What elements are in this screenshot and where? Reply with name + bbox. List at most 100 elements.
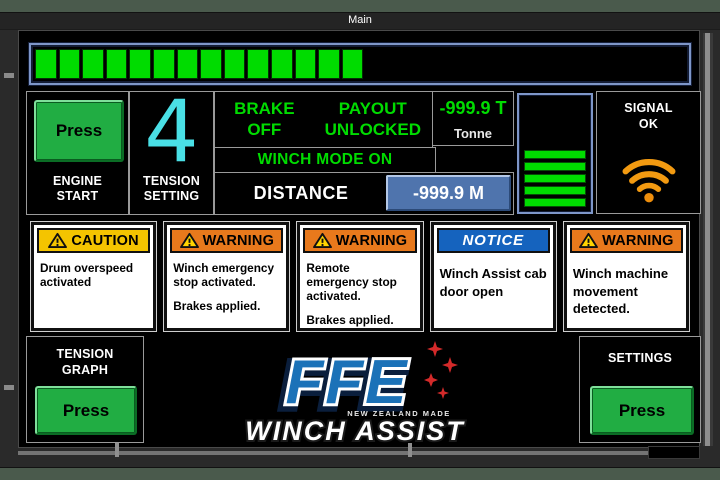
alert-text: Brakes applied.: [306, 313, 394, 328]
gauge-seg: [58, 49, 81, 79]
warning-header: WARNING: [303, 228, 417, 253]
horizontal-scrollbar-tick: [115, 443, 119, 457]
warning-header-text: WARNING: [602, 232, 674, 249]
alert-body: Remote emergency stop activated. Brakes …: [303, 253, 416, 328]
logo-product-outline: WINCH ASSIST: [245, 416, 465, 446]
distance-label: DISTANCE: [253, 183, 349, 203]
tension-setting-label: TENSION SETTING: [130, 174, 213, 205]
meter-seg: [524, 174, 586, 183]
warning-triangle-icon: [179, 232, 199, 249]
signal-label: SIGNAL OK: [597, 101, 700, 132]
tension-setting-label-line1: TENSION: [143, 173, 200, 188]
alert-card-drum-overspeed: CAUTION Drum overspeed activated: [29, 221, 158, 332]
warning-header: WARNING: [569, 228, 684, 253]
left-ruler-tick: [4, 385, 14, 390]
gauge-seg: [129, 49, 151, 79]
logo-product-text: WINCH ASSIST: [245, 416, 465, 446]
ffe-brand-shadow: FFE: [282, 351, 405, 420]
gauge-seg: [105, 49, 128, 79]
distance-value-button[interactable]: -999.9 M: [386, 175, 511, 211]
gauge-seg: [82, 49, 104, 79]
notice-header-text: NOTICE: [462, 232, 524, 249]
payout-status-line1: PAYOUT: [338, 99, 407, 119]
warning-triangle-icon: [579, 232, 599, 249]
alert-card-machine-movement: WARNING Winch machine movement detected.: [562, 221, 691, 332]
alert-card-winch-estop: WARNING Winch emergency stop activated. …: [163, 221, 291, 332]
alert-card-row: CAUTION Drum overspeed activated WARNING: [29, 221, 691, 332]
status-cluster: BRAKE OFF PAYOUT UNLOCKED -999.9 T Tonne…: [214, 91, 514, 215]
distance-box: DISTANCE -999.9 M: [214, 172, 514, 215]
load-value: -999.9 T: [439, 98, 507, 118]
left-ruler-tick: [4, 73, 14, 78]
hmi-window-frame: Main Press ENGINE START 4 TENSION SETTIN…: [0, 12, 720, 468]
signal-label-line2: OK: [638, 116, 659, 131]
gauge-seg: [247, 49, 269, 79]
alert-text: Winch machine movement detected.: [572, 266, 669, 317]
alert-text: Winch emergency stop activated.: [173, 261, 275, 290]
vertical-scrollbar-thumb[interactable]: [705, 33, 710, 446]
warning-header-text: WARNING: [335, 232, 408, 249]
warning-header: WARNING: [170, 228, 284, 253]
alert-body: Winch Assist cab door open: [437, 253, 550, 300]
gauge-seg: [294, 49, 317, 79]
gauge-seg: [200, 49, 222, 79]
horizontal-scrollbar[interactable]: [18, 451, 700, 455]
engine-start-label-line2: START: [56, 189, 99, 204]
signal-panel: SIGNAL OK: [596, 91, 701, 214]
meter-seg: [524, 198, 586, 207]
tension-graph-label-line2: GRAPH: [61, 362, 109, 377]
tension-graph-panel: TENSION GRAPH Press: [26, 336, 144, 443]
alert-body: Winch machine movement detected.: [570, 253, 683, 318]
logo-tagline: NEW ZEALAND MADE: [347, 409, 451, 418]
drum-gauge-fill: [35, 49, 685, 79]
warning-triangle-icon: [312, 232, 332, 249]
brake-status-line2: OFF: [247, 119, 282, 139]
horizontal-scrollbar-tick: [408, 443, 412, 457]
payout-status: PAYOUT UNLOCKED: [314, 99, 432, 139]
alert-text: Brakes applied.: [173, 299, 261, 314]
gauge-seg: [152, 49, 175, 79]
load-meter-fill: [524, 150, 586, 207]
settings-label: SETTINGS: [607, 351, 673, 365]
engine-start-label-line1: ENGINE: [52, 173, 103, 188]
drum-capacity-gauge: [29, 43, 691, 85]
main-screen: Press ENGINE START 4 TENSION SETTING BRA…: [18, 30, 701, 448]
star-accents-icon: [424, 341, 458, 399]
ffe-logo: FFE FFE FFE NEW ZEALAND MADE WINCH ASSIS…: [229, 337, 489, 448]
window-title: Main: [0, 13, 720, 30]
warning-header-text: WARNING: [202, 232, 275, 249]
ffe-brand-outline: FFE: [285, 348, 408, 417]
winch-mode-status: WINCH MODE ON: [257, 151, 393, 168]
alert-body: Winch emergency stop activated. Brakes a…: [170, 253, 283, 313]
caution-triangle-icon: [48, 232, 68, 249]
payout-status-line2: UNLOCKED: [324, 119, 421, 139]
alert-body: Drum overspeed activated: [37, 253, 150, 289]
notice-header: NOTICE: [436, 228, 550, 253]
brake-status: BRAKE OFF: [215, 99, 314, 139]
gauge-seg: [176, 49, 199, 79]
meter-seg: [524, 150, 586, 159]
load-unit: Tonne: [453, 126, 493, 141]
tension-graph-label-line1: TENSION: [56, 347, 114, 361]
engine-start-panel: Press ENGINE START: [26, 91, 129, 215]
signal-label-line1: SIGNAL: [624, 101, 673, 115]
engine-start-button[interactable]: Press: [34, 100, 124, 162]
brake-payout-box: BRAKE OFF PAYOUT UNLOCKED: [214, 91, 433, 148]
wifi-icon: [622, 159, 675, 203]
brake-status-line1: BRAKE: [234, 99, 295, 119]
tension-setting-value: 4: [144, 82, 199, 182]
gauge-seg: [318, 49, 340, 79]
engine-start-label: ENGINE START: [27, 174, 128, 205]
winch-mode-box: WINCH MODE ON: [214, 147, 436, 173]
gauge-seg: [341, 49, 364, 79]
vertical-scrollbar[interactable]: [703, 33, 713, 446]
meter-seg: [524, 186, 586, 195]
scrollbar-corner-box: [648, 446, 700, 459]
tension-graph-button[interactable]: Press: [35, 386, 137, 435]
load-level-meter: [517, 93, 593, 214]
alert-text: Winch Assist cab door open: [439, 266, 547, 299]
tension-graph-label: TENSION GRAPH: [27, 347, 143, 378]
caution-header: CAUTION: [37, 228, 151, 253]
alert-text: Remote emergency stop activated.: [306, 261, 397, 304]
settings-button[interactable]: Press: [590, 386, 694, 435]
